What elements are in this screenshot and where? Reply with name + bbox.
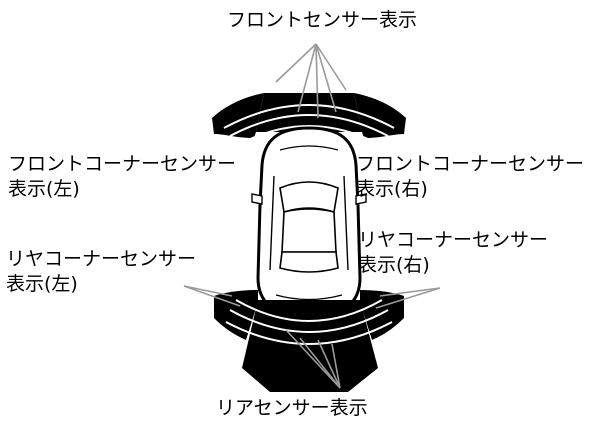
rear-corner-left-text-2: 表示(左) (6, 273, 78, 295)
rear-corner-right-text-1: リヤコーナーセンサー (358, 229, 549, 251)
front-corner-left-text-2: 表示(左) (8, 178, 80, 200)
front-corner-right-label: フロントコーナーセンサー 表示(右) (356, 152, 584, 202)
front-corner-left-text-1: フロントコーナーセンサー (8, 153, 237, 175)
rear-center-sensor-fan (242, 300, 378, 392)
car-windshield (279, 181, 339, 214)
rear-left-corner-sensor-fan (214, 290, 258, 340)
rear-corner-right-label: リヤコーナーセンサー 表示(右) (358, 228, 548, 278)
rear-corner-left-label: リヤコーナーセンサー 表示(左) (6, 247, 196, 297)
front-sensor-label: フロントセンサー表示 (227, 8, 417, 33)
front-corner-left-label: フロントコーナーセンサー 表示(左) (8, 152, 236, 202)
rear-corner-left-text-1: リヤコーナーセンサー (6, 248, 197, 270)
car-rear-window (279, 251, 339, 273)
front-corner-right-text-2: 表示(右) (356, 178, 428, 200)
rear-sensor-text: リアセンサー表示 (216, 397, 368, 419)
car-illustration (251, 126, 367, 320)
rear-corner-right-text-2: 表示(右) (358, 254, 430, 276)
front-center-sensor-fan (256, 93, 362, 132)
rear-sensor-zone (214, 290, 404, 392)
front-sensor-text: フロントセンサー表示 (227, 9, 418, 31)
car-roof (281, 208, 337, 253)
leader-lines (183, 43, 441, 389)
front-sensor-zone (212, 93, 406, 147)
right-mirror (355, 193, 367, 205)
front-corner-right-text-1: フロントコーナーセンサー (356, 153, 585, 175)
left-mirror (251, 193, 263, 205)
rear-sensor-label: リアセンサー表示 (216, 396, 368, 421)
